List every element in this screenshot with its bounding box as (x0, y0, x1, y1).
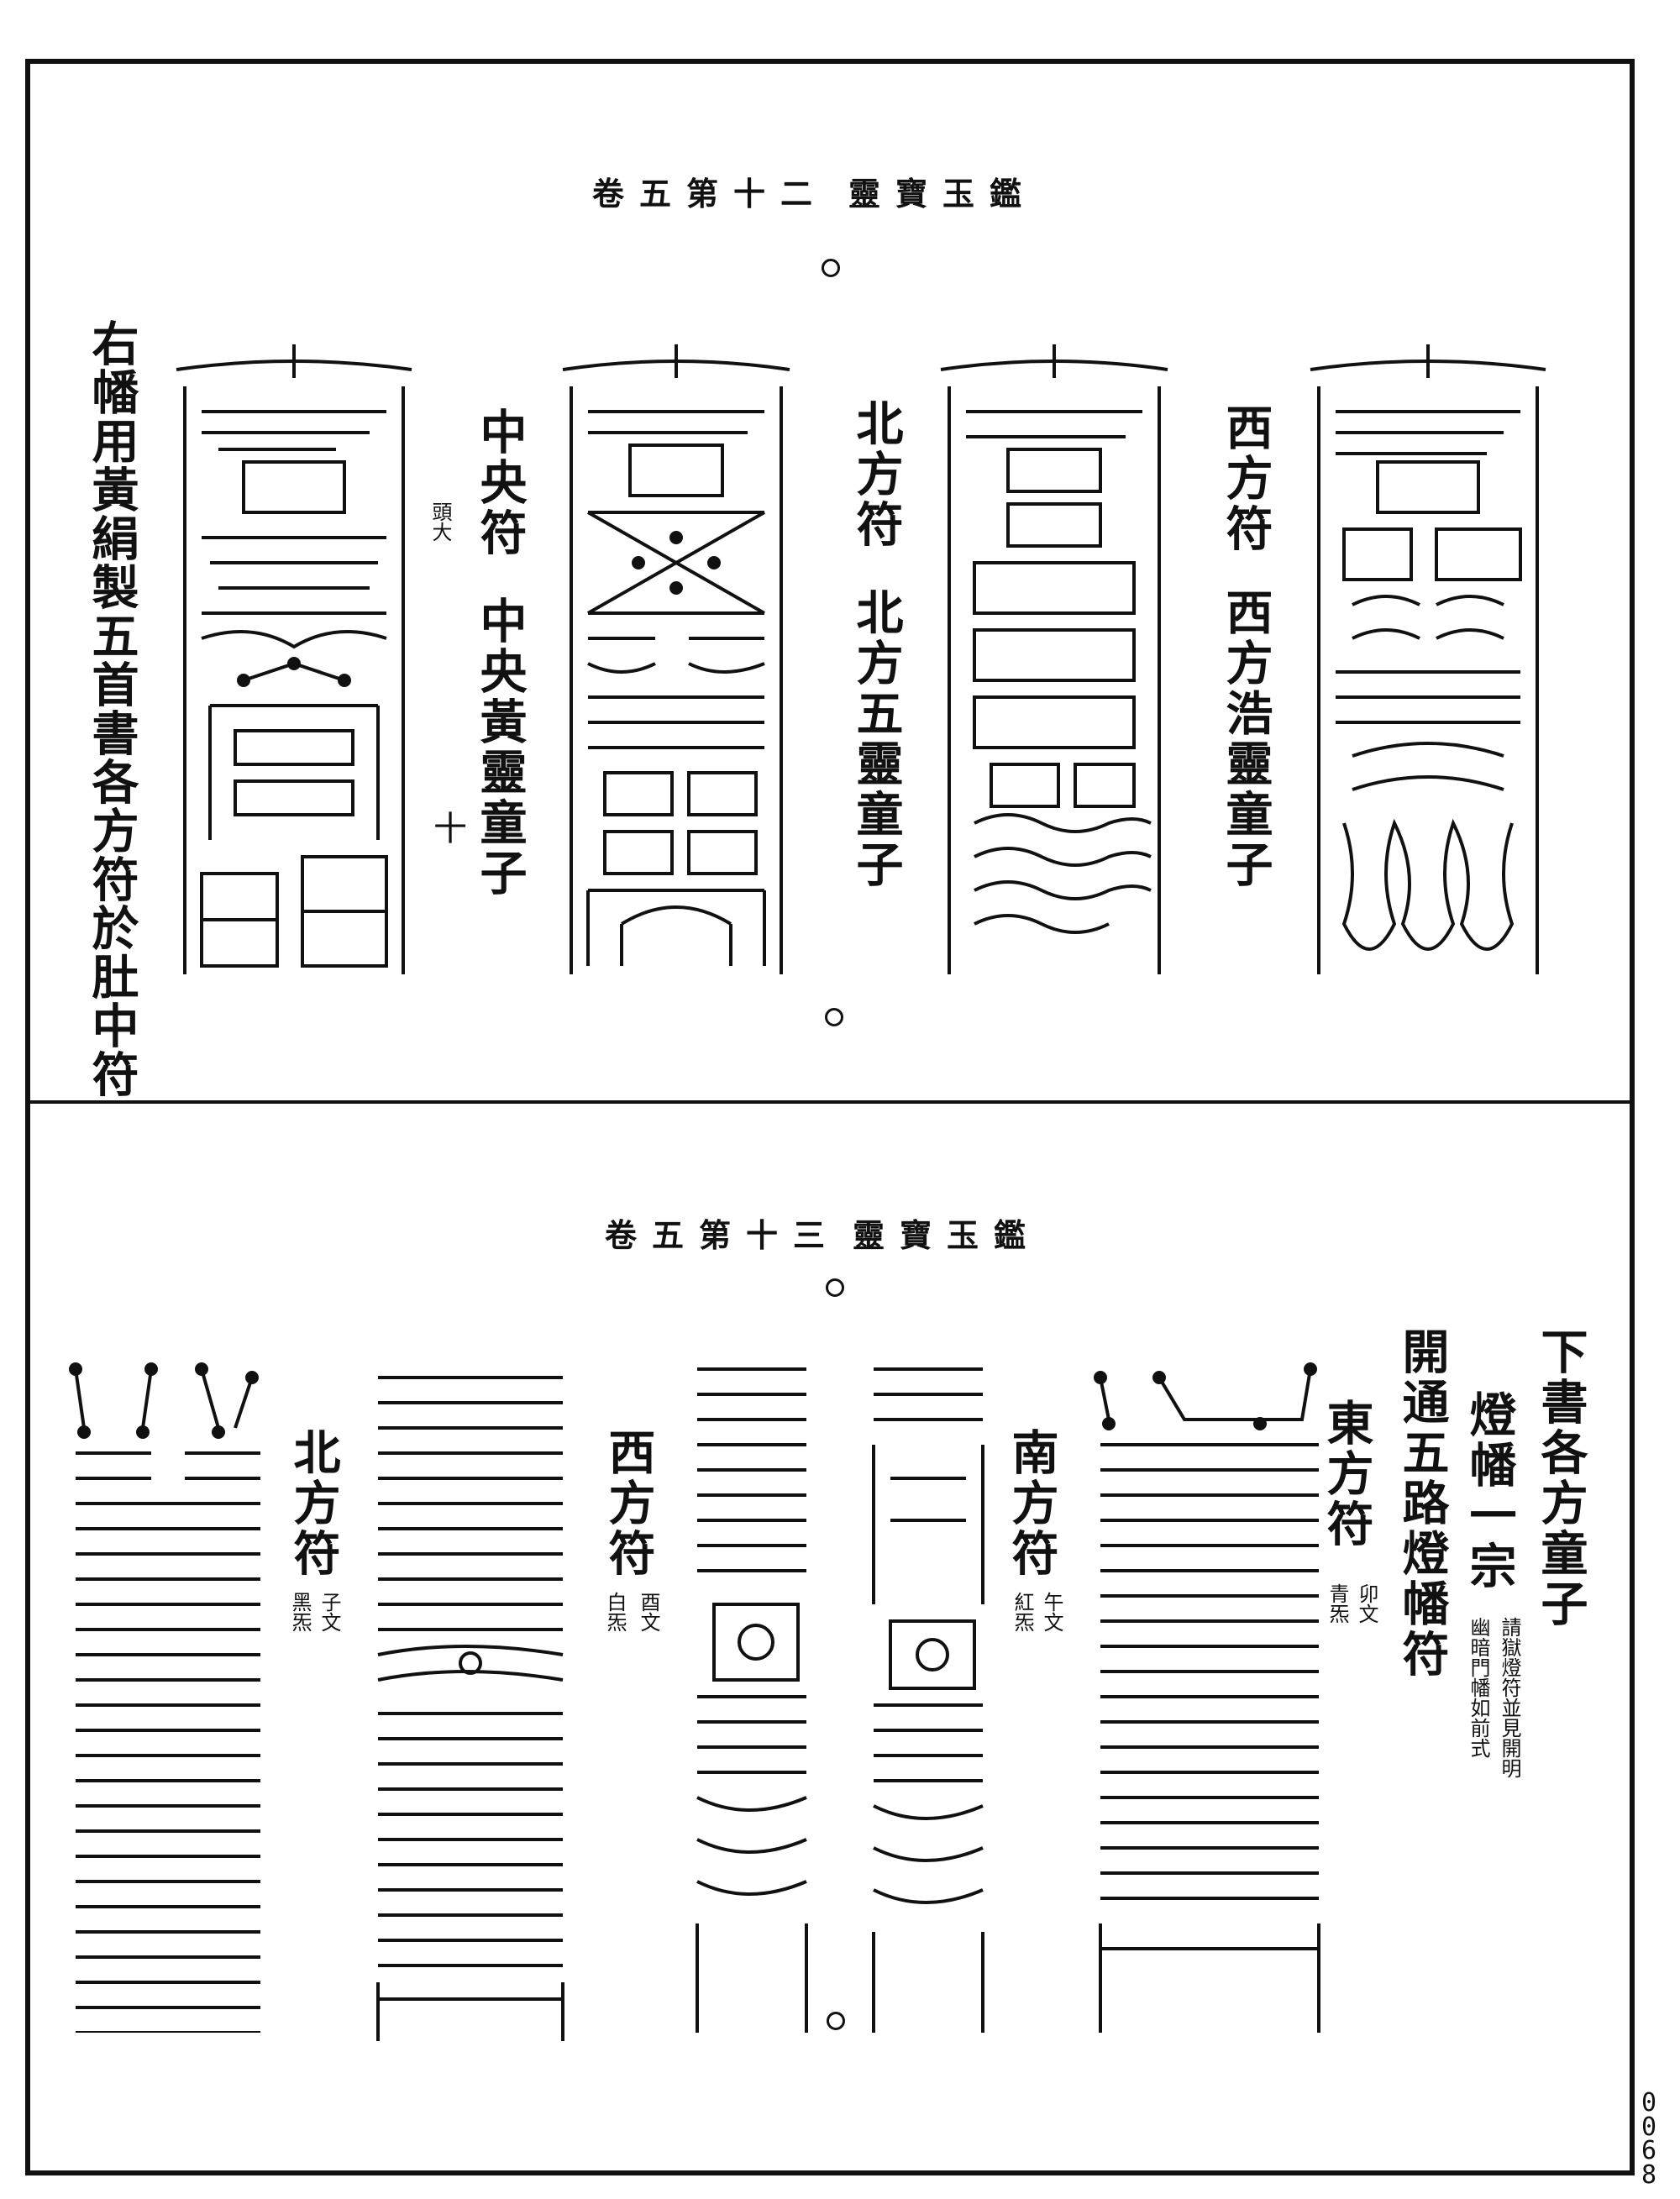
bottom-col-east-wen: 卯文 (1355, 1583, 1378, 1624)
west-lamp-talisman (376, 1376, 564, 2041)
north-talisman-glyph (940, 344, 1168, 974)
east-lamp-talisman (1094, 1362, 1320, 2033)
bottom-col-note-1: 請獄燈符並見開明 (1498, 1617, 1521, 1778)
binding-hole (827, 2012, 845, 2030)
bottom-col-lamp-banner: 燈幡一宗 (1462, 1390, 1517, 1592)
bottom-col-five-roads: 開通五路燈幡符 (1394, 1327, 1450, 1680)
bottom-col-east-qi: 青炁 (1326, 1583, 1349, 1624)
top-col-central-name: 中央黃靈童子 (472, 596, 528, 899)
bottom-col-south-wen: 午文 (1040, 1592, 1063, 1632)
south-lamp-talisman (696, 1367, 984, 2033)
top-col-central-annotation: 頭大 (428, 501, 452, 542)
bottom-col-note-2: 幽暗門幡如前式 (1467, 1617, 1490, 1758)
page-number-digit: 6 (1641, 2136, 1657, 2165)
top-col-central-mark: 十 (428, 811, 466, 844)
bottom-header-title: 靈寶玉鑑 (853, 1216, 1042, 1254)
panel-divider (25, 1100, 1635, 1104)
bottom-col-west-wen: 酉文 (637, 1592, 660, 1632)
central-talisman-seal (176, 344, 412, 974)
bottom-col-heading: 下書各方童子 (1533, 1327, 1588, 1630)
page-number-digit: 8 (1641, 2160, 1657, 2190)
top-header-volume: 卷五第十二 (592, 175, 828, 213)
top-col-north-title: 北方符 (848, 399, 904, 550)
north-lamp-talisman (69, 1362, 260, 2033)
top-header-title: 靈寶玉鑑 (848, 175, 1037, 213)
page-number-digit: 0 (1641, 2088, 1657, 2118)
bottom-col-west-qi: 白炁 (603, 1592, 627, 1632)
page-number: 0 0 6 8 (1636, 2091, 1662, 2187)
top-col-central-title: 中央符 (472, 407, 528, 559)
top-col-north-name: 北方五靈童子 (848, 588, 904, 890)
top-col-west-name: 西方浩靈童子 (1218, 588, 1273, 890)
north-talisman-seal (562, 344, 790, 974)
bottom-col-south-qi: 紅炁 (1011, 1592, 1034, 1632)
bottom-col-west-title: 西方符 (601, 1428, 656, 1579)
binding-hole (825, 1008, 843, 1026)
bottom-col-north-wen: 子文 (318, 1592, 341, 1632)
binding-hole (826, 1278, 844, 1297)
page-number-digit: 0 (1641, 2112, 1657, 2142)
bottom-col-north-qi: 黑炁 (288, 1592, 312, 1632)
bottom-header-volume: 卷五第十三 (605, 1216, 841, 1254)
bottom-col-south-title: 南方符 (1004, 1428, 1059, 1579)
west-talisman-glyph (1310, 344, 1546, 974)
bottom-col-north-title: 北方符 (286, 1428, 341, 1579)
top-col-west-title: 西方符 (1218, 403, 1273, 554)
top-col-note: 右幡用黃絹製五首書各方符於肚中符 (84, 319, 139, 1099)
binding-hole (822, 259, 840, 277)
bottom-col-east-title: 東方符 (1319, 1399, 1374, 1550)
page-frame (25, 59, 1635, 2175)
